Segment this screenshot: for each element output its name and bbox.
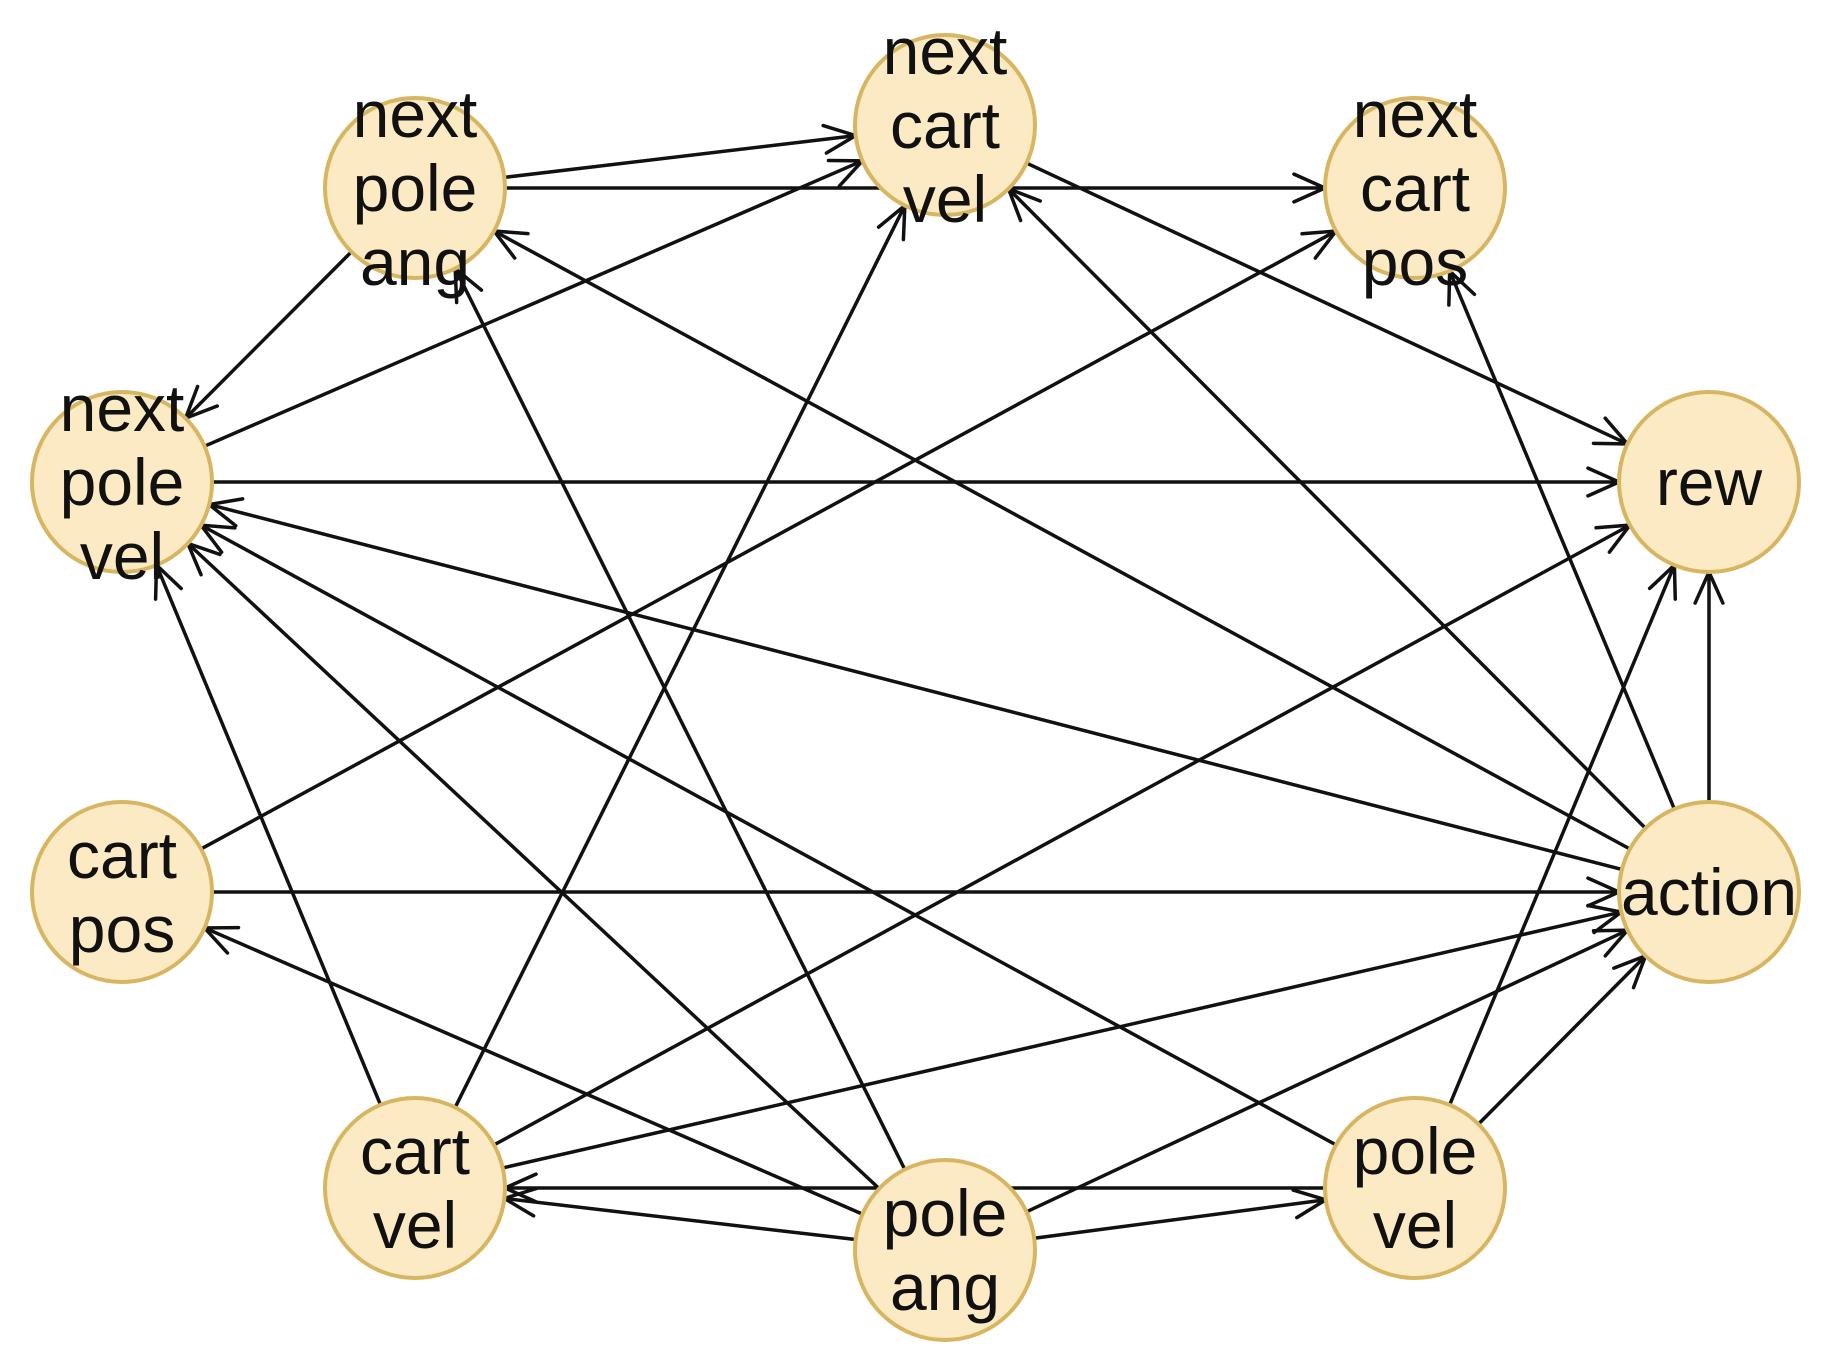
nodes-layer: nextpoleangnextcartvelnextcartposnextpol…: [30, 14, 1801, 1342]
node-label-line: rew: [1656, 445, 1763, 519]
node-rew: rew: [1617, 390, 1801, 574]
edge-pole_ang-to-next_pole_ang: [453, 264, 907, 1171]
node-circle: [853, 1158, 1037, 1342]
node-label-line: cart: [67, 818, 177, 892]
edge-line: [154, 564, 383, 1106]
edge-line: [453, 204, 907, 1109]
node-circle: [30, 390, 214, 574]
edge-pole_ang-to-cart_pos: [200, 925, 864, 1216]
node-label-line: next: [883, 14, 1008, 88]
edge-line: [493, 229, 1631, 851]
edge-action-to-rew: [1693, 567, 1725, 802]
edge-line: [1007, 187, 1647, 830]
node-label-line: action: [1621, 855, 1797, 929]
node-label-line: pole: [1353, 1114, 1478, 1188]
edge-next_pole_vel-to-next_cart_vel: [203, 158, 867, 448]
edge-cart_vel-to-rew: [493, 523, 1634, 1147]
arrowhead: [490, 228, 530, 260]
edge-action-to-next_pole_ang: [490, 228, 1631, 851]
node-circle: [30, 800, 214, 984]
edge-line: [200, 229, 1337, 851]
edge-line: [203, 926, 864, 1216]
node-label-line: vel: [1373, 1188, 1457, 1262]
arrowhead: [1300, 228, 1340, 260]
node-label-line: pole: [60, 445, 185, 519]
node-label-line: cart: [890, 88, 1000, 162]
node-circle: [1617, 390, 1801, 574]
node-circle: [1323, 96, 1507, 280]
node-label-line: vel: [373, 1188, 457, 1262]
node-label-line: pos: [69, 892, 175, 966]
edge-next_pole_ang-to-next_cart_vel: [504, 123, 860, 180]
edge-line: [1025, 161, 1629, 446]
edge-next_pole_vel-to-rew: [212, 466, 1624, 498]
node-action: action: [1617, 800, 1801, 984]
node-label-line: vel: [80, 519, 164, 593]
edge-line: [1025, 928, 1629, 1214]
node-circle: [1323, 1096, 1507, 1280]
node-circle: [323, 96, 507, 280]
node-label-line: pole: [883, 1176, 1008, 1250]
edge-line: [453, 267, 907, 1171]
node-label-line: ang: [890, 1250, 1000, 1324]
edge-line: [208, 502, 1623, 872]
node-label-line: pos: [1362, 225, 1468, 299]
node-circle: [323, 1096, 507, 1280]
edge-pole_vel-to-action: [1477, 952, 1649, 1126]
edge-cart_vel-to-next_cart_vel: [453, 201, 907, 1109]
edge-line: [493, 523, 1631, 1147]
edge-line: [504, 1196, 856, 1242]
node-label-line: vel: [903, 162, 987, 236]
edge-line: [1033, 1198, 1327, 1240]
node-label-line: next: [353, 77, 478, 151]
node-label-line: next: [1353, 77, 1478, 151]
edge-cart_pos-to-action: [212, 876, 1624, 908]
edge-line: [184, 250, 353, 420]
node-circle: [1617, 800, 1801, 984]
edge-line: [186, 542, 881, 1190]
edge-pole_ang-to-next_pole_vel: [184, 540, 881, 1190]
node-label-line: cart: [1360, 151, 1470, 225]
node-circle: [853, 33, 1037, 217]
node-label-line: next: [60, 371, 185, 445]
edge-pole_ang-to-pole_vel: [1033, 1188, 1331, 1240]
edge-line: [203, 159, 864, 448]
edges-layer: [153, 123, 1725, 1242]
node-label-line: cart: [360, 1114, 470, 1188]
edge-line: [1477, 954, 1647, 1126]
edge-line: [502, 910, 1622, 1170]
edge-pole_vel-to-next_pole_vel: [197, 523, 1337, 1147]
edge-cart_pos-to-next_cart_pos: [200, 228, 1340, 851]
edge-action-to-next_pole_vel: [204, 497, 1623, 872]
edge-line: [1448, 270, 1676, 810]
node-label-line: ang: [360, 225, 470, 299]
edge-line: [1447, 564, 1677, 1106]
edge-pole_ang-to-cart_vel: [500, 1186, 856, 1242]
node-label-line: pole: [353, 151, 478, 225]
arrowhead: [1594, 523, 1634, 554]
edge-line: [200, 523, 1337, 1147]
edge-line: [504, 133, 856, 180]
